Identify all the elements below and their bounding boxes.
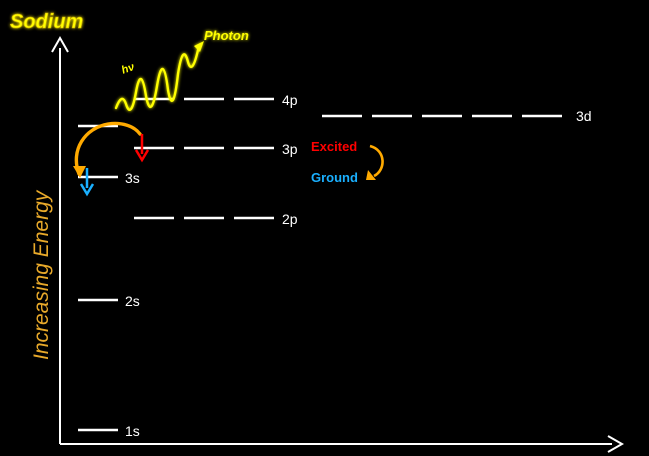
- legend-transition-arrowhead: [366, 170, 376, 180]
- excited-label: Excited: [311, 139, 357, 154]
- ground-electron-arrowhead: [79, 183, 95, 197]
- photon-symbol: hν: [120, 61, 137, 77]
- level-label-3d: 3d: [576, 108, 592, 124]
- y-axis-label: Increasing Energy: [30, 189, 53, 360]
- d-levels: 3d: [322, 108, 592, 124]
- state-legend: Excited Ground: [311, 139, 384, 185]
- photon-label: Photon: [204, 28, 249, 43]
- level-label-1s: 1s: [125, 423, 140, 439]
- level-label-2s: 2s: [125, 293, 140, 309]
- photon-wave: [114, 41, 204, 112]
- excitation-arrow: [74, 121, 142, 176]
- excited-electron-arrowhead: [134, 149, 150, 163]
- excitation-arrowhead: [73, 166, 86, 178]
- ground-label: Ground: [311, 170, 358, 185]
- legend-transition-arrow: [369, 144, 384, 178]
- level-label-3s: 3s: [125, 170, 140, 186]
- diagram-title: Sodium: [10, 11, 83, 33]
- level-label-3p: 3p: [282, 141, 298, 157]
- level-label-2p: 2p: [282, 211, 298, 227]
- axes: [51, 35, 625, 453]
- x-axis-arrowhead: [607, 435, 625, 453]
- p-levels: 2p 3p 4p: [134, 92, 298, 227]
- level-label-4p: 4p: [282, 92, 298, 108]
- y-axis-arrowhead: [51, 35, 69, 53]
